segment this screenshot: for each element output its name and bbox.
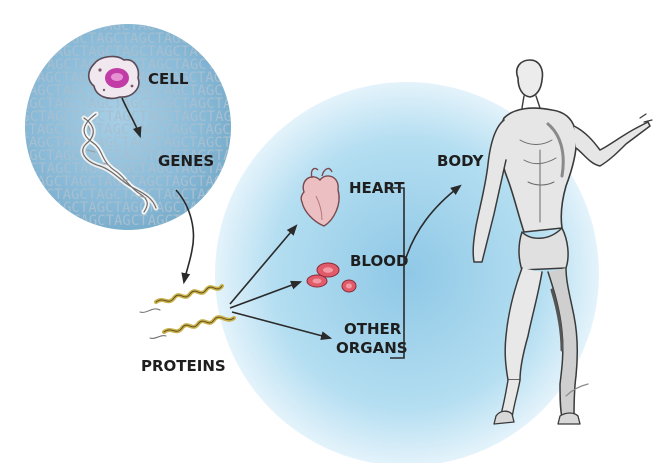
cell-icon [87, 55, 140, 100]
arrow-genes-to-proteins [175, 189, 195, 285]
arrow-proteins-to-heart [229, 224, 298, 305]
dna-sequence-background: CTAGCTAGCTAGCTAGCTAGCTAGCTAGCTAGCTAGCTAG… [0, 18, 492, 229]
label-proteins: PROTEINS [141, 357, 226, 375]
dna-helix-icon [80, 111, 159, 215]
dna-sequence-row: CTAGCTAGCTAGCTAGCTAGCTAGCTAGCTAGCTAGCTAG… [20, 122, 492, 138]
cell-circle [25, 24, 231, 230]
label-heart: HEART [349, 179, 405, 197]
dna-sequence-row: CTAGCTAGCTAGCTAGCTAGCTAGCTAGCTAGCTAGCTAG… [0, 161, 468, 177]
dna-sequence-row: CTAGCTAGCTAGCTAGCTAGCTAGCTAGCTAGCTAGCTAG… [4, 96, 476, 112]
arrow-organs-to-body [403, 184, 462, 265]
blood-cells-icon [306, 262, 357, 293]
organs-bracket [390, 187, 405, 359]
label-blood: BLOOD [350, 252, 408, 270]
label-other-organs-line1: OTHER [344, 320, 402, 338]
dna-sequence-row: CTAGCTAGCTAGCTAGCTAGCTAGCTAGCTAGCTAGCTAG… [4, 200, 476, 216]
label-other-organs-line2: ORGANS [336, 339, 408, 357]
protein-icon [139, 284, 236, 339]
label-body: BODY [437, 152, 485, 170]
dna-sequence-row: CTAGCTAGCTAGCTAGCTAGCTAGCTAGCTAGCTAGCTAG… [12, 187, 484, 203]
dna-sequence-row: CTAGCTAGCTAGCTAGCTAGCTAGCTAGCTAGCTAGCTAG… [4, 148, 476, 164]
label-genes: GENES [158, 152, 214, 170]
arrow-proteins-to-other-organs [231, 311, 333, 341]
arrow-proteins-to-blood [229, 280, 303, 309]
dna-sequence-row: CTAGCTAGCTAGCTAGCTAGCTAGCTAGCTAGCTAGCTAG… [12, 135, 484, 151]
dna-sequence-row: CTAGCTAGCTAGCTAGCTAGCTAGCTAGCTAGCTAGCTAG… [4, 44, 476, 60]
label-cell: CELL [148, 70, 189, 88]
arrow-cell-to-genes [121, 97, 142, 139]
heart-icon [300, 167, 340, 227]
human-figure-illustration [472, 59, 653, 425]
dna-sequence-row: CTAGCTAGCTAGCTAGCTAGCTAGCTAGCTAGCTAGCTAG… [0, 109, 468, 125]
dna-sequence-row: CTAGCTAGCTAGCTAGCTAGCTAGCTAGCTAGCTAGCTAG… [20, 18, 492, 34]
